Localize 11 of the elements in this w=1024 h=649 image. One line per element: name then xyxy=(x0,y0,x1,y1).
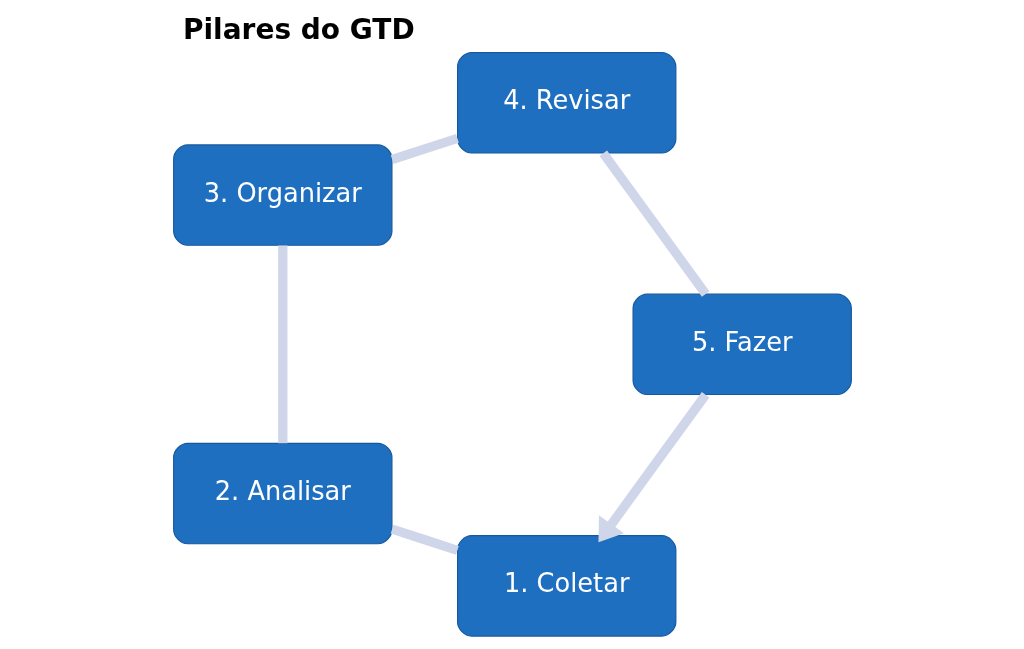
node-box: 4. Revisar xyxy=(456,52,676,154)
node-box: 5. Fazer xyxy=(631,293,852,396)
node-box: 3. Organizar xyxy=(172,144,393,246)
diagram-title: Pilares do GTD xyxy=(182,12,415,46)
node-box: 1. Coletar xyxy=(456,535,676,637)
connector xyxy=(390,133,459,164)
connector xyxy=(277,245,287,444)
node-box: 2. Analisar xyxy=(172,442,393,545)
connector xyxy=(390,524,459,555)
connector xyxy=(599,150,709,297)
arrow xyxy=(597,391,709,543)
